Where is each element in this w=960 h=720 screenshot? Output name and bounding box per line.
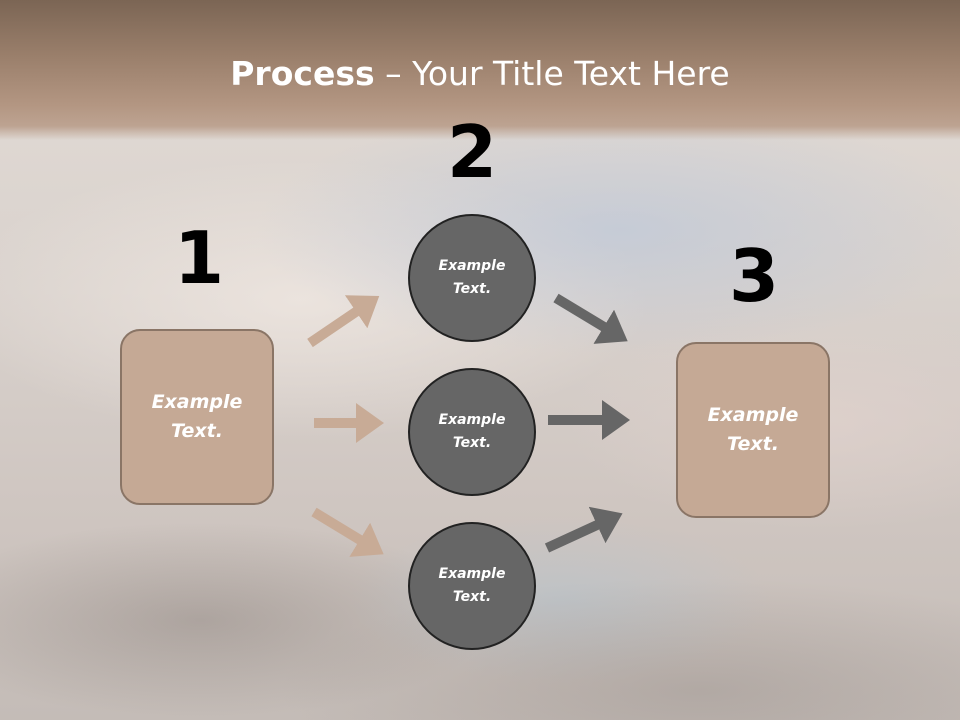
step-3-box: Example Text. — [676, 342, 830, 518]
step-number-1: 1 — [173, 216, 225, 300]
arrow-bottom-to-3 — [544, 506, 623, 553]
circle-top-text: Example Text. — [438, 258, 506, 297]
arrow-1-to-top — [307, 295, 380, 348]
step-number-2: 2 — [446, 110, 498, 194]
step-3-text: Example Text. — [707, 404, 799, 455]
title-bold: Process — [230, 54, 375, 93]
step-1-box: Example Text. — [120, 329, 274, 505]
title-rest: – Your Title Text Here — [374, 54, 730, 93]
step-2-circle-top: Example Text. — [408, 214, 536, 342]
step-number-3: 3 — [728, 234, 780, 318]
title-banner — [0, 0, 960, 140]
step-2-circle-middle: Example Text. — [408, 368, 536, 496]
circle-bottom-text: Example Text. — [438, 566, 506, 605]
slide-title: Process – Your Title Text Here — [0, 52, 960, 96]
circle-middle-text: Example Text. — [438, 412, 506, 451]
step-2-circle-bottom: Example Text. — [408, 522, 536, 650]
arrow-top-to-3 — [553, 293, 628, 344]
arrow-1-to-bottom — [311, 507, 384, 557]
step-1-text: Example Text. — [151, 391, 243, 442]
